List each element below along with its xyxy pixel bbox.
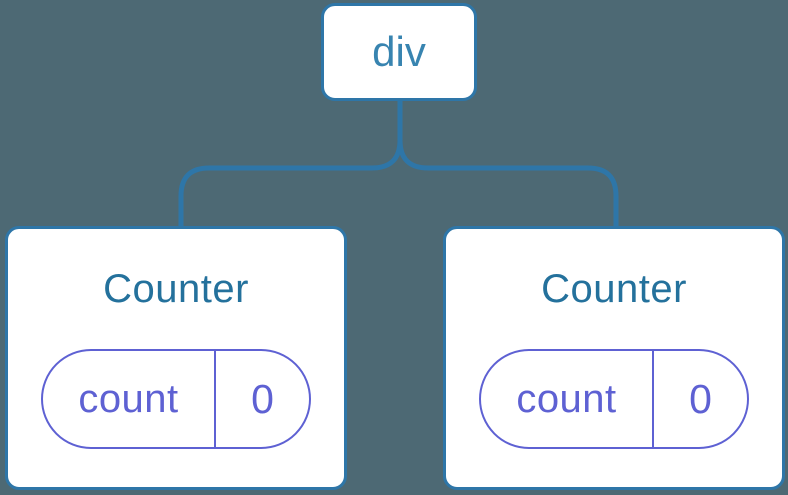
tree-node-div: div — [321, 3, 477, 101]
connector-left-branch — [178, 101, 403, 228]
state-key: count — [516, 376, 617, 421]
state-pill: count 0 — [41, 349, 311, 449]
state-key: count — [78, 376, 179, 421]
component-name: Counter — [541, 267, 687, 311]
state-pill: count 0 — [479, 349, 749, 449]
tree-node-div-label: div — [372, 28, 426, 75]
state-value: 0 — [251, 375, 274, 422]
component-card-counter-2: Counter count 0 — [443, 226, 785, 490]
connector-right-branch — [397, 101, 619, 228]
pill-divider — [652, 351, 654, 447]
state-value: 0 — [689, 375, 712, 422]
component-card-counter-1: Counter count 0 — [5, 226, 347, 490]
component-name: Counter — [103, 267, 249, 311]
pill-divider — [214, 351, 216, 447]
